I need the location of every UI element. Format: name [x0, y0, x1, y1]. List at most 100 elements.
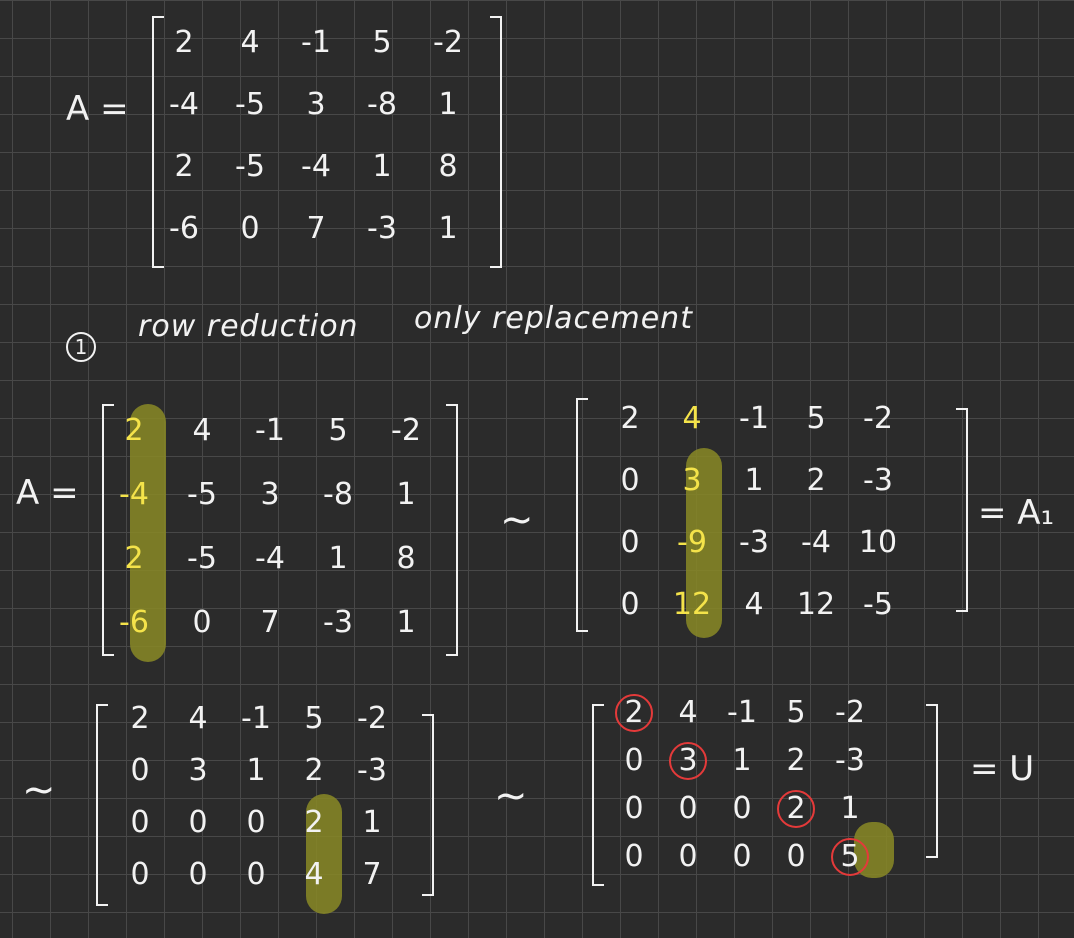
top-cell-r4-c4: -3: [367, 211, 397, 246]
step1-cell-r1-c1: 2: [124, 413, 144, 448]
step3-cell-r3-c4: 2: [304, 805, 324, 840]
step1-cell-r3-c1: 2: [124, 541, 144, 576]
step3-cell-r2-c3: 1: [246, 753, 266, 788]
step3-cell-r2-c5: -3: [357, 753, 387, 788]
step2-sim-symbol: ~: [500, 497, 534, 543]
step4-rhs-label: = U: [970, 749, 1035, 789]
step4-cell-r3-c3: 0: [732, 791, 752, 826]
step4-cell-r3-c5: 1: [840, 791, 860, 826]
step4-cell-r1-c2: 4: [678, 695, 698, 730]
step2-cell-r2-c2: 3: [682, 463, 702, 498]
top-cell-r2-c1: -4: [169, 87, 199, 122]
step2-cell-r4-c5: -5: [863, 587, 893, 622]
top-cell-r3-c1: 2: [174, 149, 194, 184]
step4-cell-r4-c1: 0: [624, 839, 644, 874]
step2-cell-r4-c3: 4: [744, 587, 764, 622]
step1-cell-r2-c4: -8: [323, 477, 353, 512]
top-cell-r2-c2: -5: [235, 87, 265, 122]
step1-cell-r3-c5: 8: [396, 541, 416, 576]
step3-cell-r3-c5: 1: [362, 805, 382, 840]
step4-cell-r1-c5: -2: [835, 695, 865, 730]
top-cell-r3-c3: -4: [301, 149, 331, 184]
step2-cell-r3-c3: -3: [739, 525, 769, 560]
step3-cell-r2-c1: 0: [130, 753, 150, 788]
step1-lhs-label: A =: [16, 473, 79, 513]
step4-cell-r1-c4: 5: [786, 695, 806, 730]
step2-cell-r2-c5: -3: [863, 463, 893, 498]
top-cell-r4-c5: 1: [438, 211, 458, 246]
step1-cell-r4-c4: -3: [323, 605, 353, 640]
step3-right-bracket: [422, 714, 434, 896]
step1-cell-r4-c1: -6: [119, 605, 149, 640]
step1-cell-r2-c5: 1: [396, 477, 416, 512]
step2-rhs-label: = A₁: [978, 493, 1055, 533]
step1-cell-r1-c5: -2: [391, 413, 421, 448]
step4-cell-r4-c4: 0: [786, 839, 806, 874]
step4-cell-r4-c3: 0: [732, 839, 752, 874]
step4-cell-r4-c2: 0: [678, 839, 698, 874]
step4-pivot-circle-r3-c4: [777, 790, 815, 828]
step1-cell-r1-c2: 4: [192, 413, 212, 448]
top-cell-r1-c4: 5: [372, 25, 392, 60]
step1-cell-r1-c4: 5: [328, 413, 348, 448]
top-cell-r2-c5: 1: [438, 87, 458, 122]
step2-cell-r1-c3: -1: [739, 401, 769, 436]
step3-cell-r3-c2: 0: [188, 805, 208, 840]
step3-cell-r2-c4: 2: [304, 753, 324, 788]
top-left-bracket: [152, 16, 164, 268]
step2-cell-r1-c5: -2: [863, 401, 893, 436]
top-right-bracket: [490, 16, 502, 268]
step1-cell-r2-c1: -4: [119, 477, 149, 512]
top-cell-r1-c3: -1: [301, 25, 331, 60]
step1-right-bracket: [446, 404, 458, 656]
step1-cell-r4-c5: 1: [396, 605, 416, 640]
step3-cell-r4-c5: 7: [362, 857, 382, 892]
step4-pivot-circle-r4-c5: [831, 838, 869, 876]
step3-column-highlight: [306, 794, 342, 914]
top-cell-r4-c3: 7: [306, 211, 326, 246]
step2-cell-r4-c1: 0: [620, 587, 640, 622]
step1-cell-r3-c3: -4: [255, 541, 285, 576]
step4-sim-symbol: ~: [494, 773, 528, 819]
step2-cell-r2-c4: 2: [806, 463, 826, 498]
step2-cell-r4-c2: 12: [672, 587, 712, 622]
step1-column-highlight: [130, 404, 166, 662]
step2-cell-r1-c2: 4: [682, 401, 702, 436]
step2-cell-r3-c2: -9: [677, 525, 707, 560]
step2-cell-r3-c4: -4: [801, 525, 831, 560]
top-cell-r4-c1: -6: [169, 211, 199, 246]
step3-cell-r1-c2: 4: [188, 701, 208, 736]
step3-cell-r3-c1: 0: [130, 805, 150, 840]
top-cell-r4-c2: 0: [240, 211, 260, 246]
step3-cell-r1-c5: -2: [357, 701, 387, 736]
step4-left-bracket: [592, 704, 604, 886]
note-text-row-reduction: row reduction: [138, 309, 359, 344]
step2-cell-r2-c3: 1: [744, 463, 764, 498]
step4-cell-r3-c2: 0: [678, 791, 698, 826]
step4-cell-r1-c3: -1: [727, 695, 757, 730]
step1-cell-r1-c3: -1: [255, 413, 285, 448]
top-cell-r1-c2: 4: [240, 25, 260, 60]
step4-cell-r2-c1: 0: [624, 743, 644, 778]
step2-right-bracket: [956, 408, 968, 612]
step3-sim-symbol: ~: [22, 767, 56, 813]
step2-cell-r4-c4: 12: [796, 587, 836, 622]
step3-cell-r3-c3: 0: [246, 805, 266, 840]
step1-cell-r4-c2: 0: [192, 605, 212, 640]
step2-cell-r2-c1: 0: [620, 463, 640, 498]
step3-cell-r4-c3: 0: [246, 857, 266, 892]
top-cell-r1-c5: -2: [433, 25, 463, 60]
top-cell-r2-c3: 3: [306, 87, 326, 122]
step3-cell-r1-c4: 5: [304, 701, 324, 736]
step2-cell-r3-c5: 10: [858, 525, 898, 560]
top-cell-r1-c1: 2: [174, 25, 194, 60]
step1-cell-r4-c3: 7: [260, 605, 280, 640]
step1-cell-r2-c2: -5: [187, 477, 217, 512]
step4-pivot-circle-r2-c2: [669, 742, 707, 780]
step1-cell-r2-c3: 3: [260, 477, 280, 512]
step4-right-bracket: [926, 704, 938, 858]
step2-cell-r3-c1: 0: [620, 525, 640, 560]
step4-pivot-circle-r1-c1: [615, 694, 653, 732]
step2-column-highlight: [686, 448, 722, 638]
step4-cell-r2-c3: 1: [732, 743, 752, 778]
